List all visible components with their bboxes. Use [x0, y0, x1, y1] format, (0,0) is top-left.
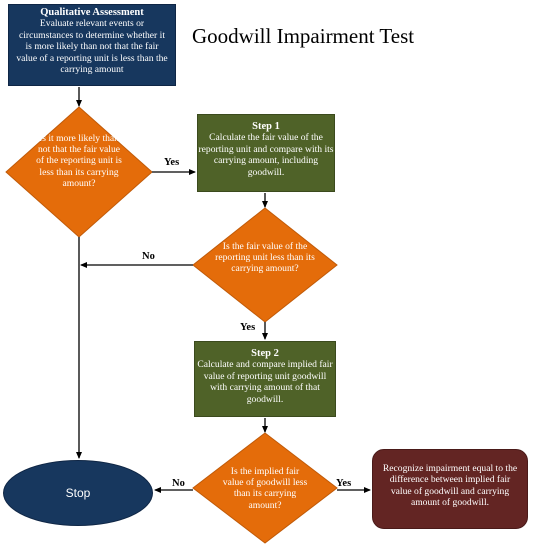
qualitative-assessment-box: Qualitative Assessment Evaluate relevant…: [8, 4, 176, 86]
stop-terminal: Stop: [3, 460, 153, 526]
page-title: Goodwill Impairment Test: [192, 24, 415, 48]
step1-text: Calculate the fair value of the reportin…: [198, 132, 334, 178]
stop-label: Stop: [65, 486, 91, 500]
decision2-text: Is the fair value of the reporting unit …: [215, 241, 315, 275]
yes-label-decision1: Yes: [164, 157, 180, 168]
recognize-impairment-box: Recognize impairment equal to the differ…: [372, 449, 528, 529]
step2-heading: Step 2: [251, 348, 279, 359]
step2-text: Calculate and compare implied fair value…: [197, 359, 333, 405]
step1-box: Step 1 Calculate the fair value of the r…: [197, 114, 335, 192]
yes-label-decision3: Yes: [336, 478, 352, 489]
yes-label-decision2: Yes: [240, 322, 256, 333]
decision-diamond-3: [192, 432, 338, 544]
decision1-text: Is it more likely than not that the fair…: [36, 133, 122, 189]
decision3-text: Is the implied fair value of goodwill le…: [222, 466, 308, 511]
step1-heading: Step 1: [252, 121, 280, 132]
no-label-decision3: No: [172, 478, 185, 489]
qualitative-assessment-text: Evaluate relevant events or circumstance…: [16, 18, 168, 76]
qualitative-assessment-heading: Qualitative Assessment: [40, 7, 144, 18]
recognize-impairment-text: Recognize impairment equal to the differ…: [382, 463, 518, 509]
step2-box: Step 2 Calculate and compare implied fai…: [194, 341, 336, 417]
no-label-decision2: No: [142, 251, 155, 262]
